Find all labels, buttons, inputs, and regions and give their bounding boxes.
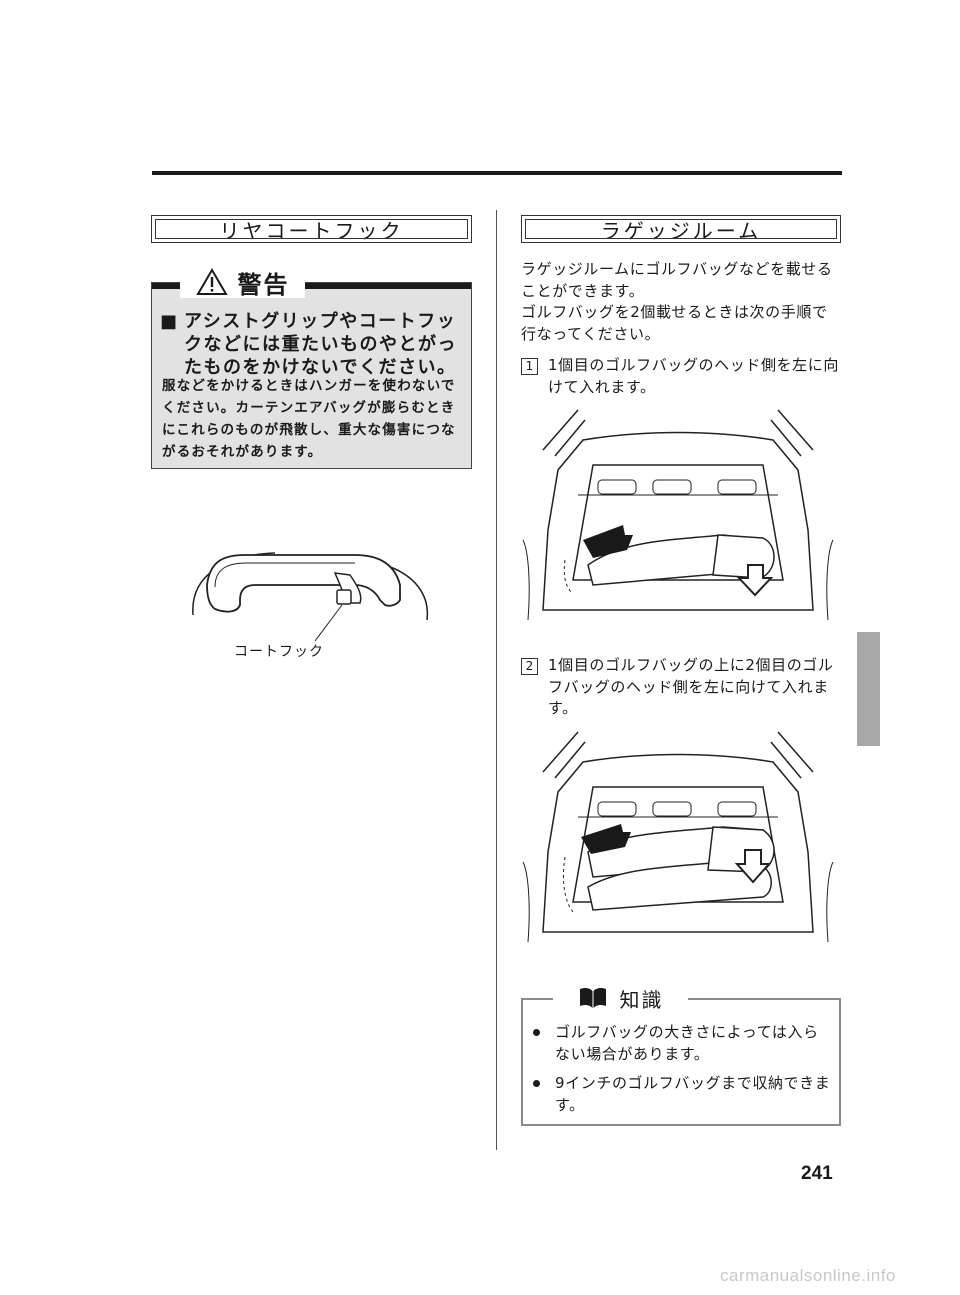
intro-paragraph-1: ラゲッジルームにゴルフバッグなどを載せることができます。 [521, 260, 833, 300]
warning-bullet-mark: ■ [160, 311, 179, 332]
step-number-2: 2 [521, 658, 538, 675]
coat-hook-illustration [192, 552, 429, 642]
intro-paragraph-2: ゴルフバッグを2個載せるときは次の手順で行なってください。 [521, 303, 828, 343]
book-icon [579, 987, 606, 1008]
warning-heading: 警告 [180, 266, 305, 299]
info-heading: 知識 [553, 982, 688, 1014]
info-bullet-text: ゴルフバッグの大きさによっては入らない場合があります。 [555, 1023, 819, 1063]
bullet-dot-icon [533, 1080, 540, 1087]
warning-strong-line: アシストグリップやコートフックなどには重たいものやとがったものをかけないでくださ… [184, 311, 457, 378]
page-number: 241 [801, 1163, 833, 1184]
section-title-text: リヤコートフック [219, 218, 404, 243]
step-text-1: 1個目のゴルフバッグのヘッド側を左に向けて入れます。 [548, 356, 839, 396]
luggage-figure-2 [522, 731, 834, 943]
info-title: 知識 [619, 987, 664, 1012]
bullet-dot-icon [533, 1029, 540, 1036]
section-title-text: ラゲッジルーム [600, 218, 762, 243]
warning-triangle-icon [195, 268, 228, 295]
warning-body-text: 服などをかけるときはハンガーを使わないでください。カーテンエアバッグが膨らむとき… [162, 378, 456, 460]
step-text-2: 1個目のゴルフバッグの上に2個目のゴルフバッグのヘッド側を左に向けて入れます。 [548, 656, 834, 717]
section-title-rear-coat-hook: リヤコートフック [151, 215, 472, 243]
coat-hook-label: コートフック [234, 644, 324, 660]
warning-title: 警告 [237, 270, 290, 299]
step-number-1: 1 [521, 358, 538, 375]
column-divider [496, 210, 497, 1150]
info-bullet-1: ゴルフバッグの大きさによっては入らない場合があります。 [533, 1022, 833, 1065]
warning-strong-text: ■ アシストグリップやコートフックなどには重たいものやとがったものをかけないでく… [160, 310, 465, 379]
luggage-figure-1 [522, 409, 834, 621]
warning-box [151, 282, 472, 469]
chapter-side-tab [857, 632, 880, 746]
top-rule [152, 171, 842, 175]
section-title-luggage-room: ラゲッジルーム [521, 215, 841, 243]
info-bullet-text: 9インチのゴルフバッグまで収納できます。 [555, 1074, 831, 1114]
watermark-text: carmanualsonline.info [720, 1266, 896, 1285]
info-bullet-2: 9インチのゴルフバッグまで収納できます。 [533, 1073, 833, 1116]
